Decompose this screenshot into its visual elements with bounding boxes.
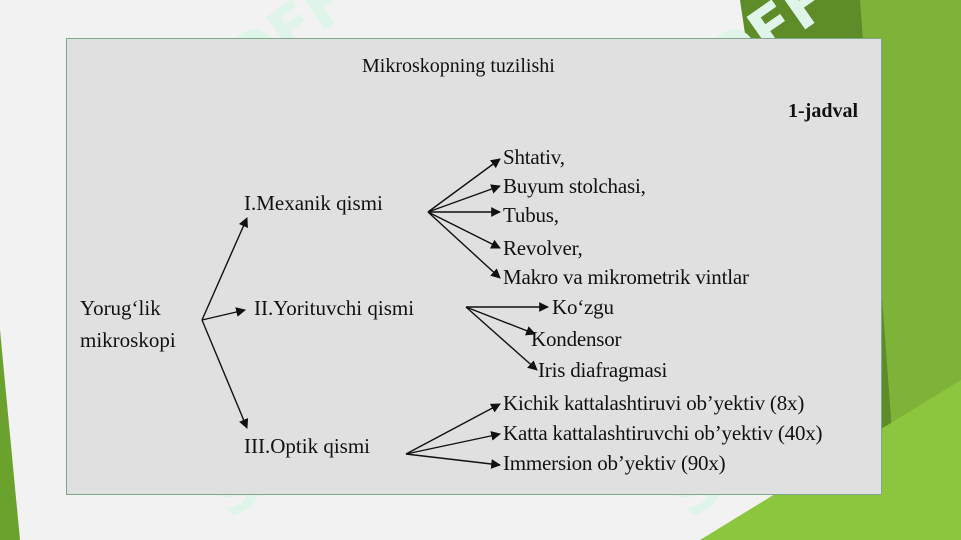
item-iris: Iris diafragmasi bbox=[538, 358, 668, 382]
branch-optik: III.Optik qismi bbox=[244, 434, 370, 458]
diagram-title: Mikroskopning tuzilishi bbox=[362, 55, 555, 77]
item-katta-obyektiv: Katta kattalashtiruvchi ob’yektiv (40x) bbox=[503, 421, 823, 445]
item-shtativ: Shtativ, bbox=[503, 145, 565, 169]
arrow-mex-revolver bbox=[427, 211, 501, 249]
item-buyum-stolchasi: Buyum stolchasi, bbox=[503, 174, 646, 198]
root-node-line1: Yorug‘lik bbox=[80, 296, 161, 320]
item-kondensor: Kondensor bbox=[531, 327, 622, 351]
arrow-yor-iris bbox=[465, 306, 538, 371]
item-immersion-obyektiv: Immersion ob’yektiv (90x) bbox=[503, 451, 726, 475]
arrow-mex-buyum bbox=[427, 184, 501, 213]
diagram-panel bbox=[66, 38, 882, 495]
arrow-opt-katta bbox=[405, 431, 501, 455]
arrow-root-mexanik bbox=[201, 217, 248, 321]
arrow-mex-makro bbox=[427, 211, 501, 279]
arrow-root-yorituvchi bbox=[201, 307, 246, 321]
item-revolver: Revolver, bbox=[503, 236, 583, 260]
item-kozgu: Ko‘zgu bbox=[552, 295, 614, 319]
arrow-yor-kondensor bbox=[465, 306, 536, 336]
item-kichik-obyektiv: Kichik kattalashtiruvi ob’yektiv (8x) bbox=[503, 391, 805, 415]
branch-yorituvchi: II.Yorituvchi qismi bbox=[254, 296, 415, 320]
root-node-line2: mikroskopi bbox=[80, 328, 176, 352]
item-makro: Makro va mikrometrik vintlar bbox=[503, 265, 749, 289]
arrow-opt-immersion bbox=[405, 453, 501, 469]
table-tag: 1-jadval bbox=[788, 100, 858, 122]
item-tubus: Tubus, bbox=[503, 203, 559, 227]
green-stripe-left bbox=[0, 330, 20, 540]
arrow-root-optik bbox=[201, 319, 249, 429]
branch-mexanik: I.Mexanik qismi bbox=[244, 191, 383, 215]
arrow-opt-kichik bbox=[405, 403, 501, 455]
arrow-mex-shtativ bbox=[427, 158, 501, 213]
